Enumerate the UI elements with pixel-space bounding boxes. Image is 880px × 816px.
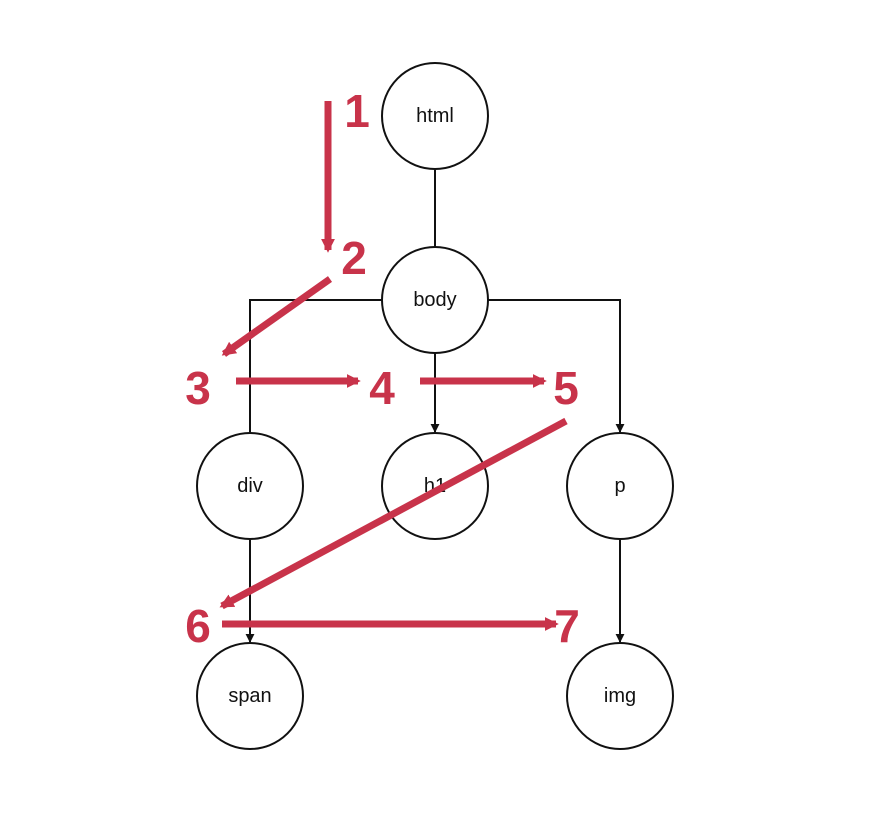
tree-nodes: html body div h1 p span img bbox=[196, 62, 674, 750]
node-body-label: body bbox=[413, 289, 456, 311]
traversal-arrow-2-3 bbox=[221, 276, 333, 357]
node-body: body bbox=[381, 246, 489, 354]
traversal-arrows bbox=[219, 101, 568, 631]
traversal-step-labels: 1 2 3 4 5 6 7 bbox=[185, 85, 580, 652]
node-div: div bbox=[196, 432, 304, 540]
node-span: span bbox=[196, 642, 304, 750]
step-label-7: 7 bbox=[554, 600, 580, 652]
step-label-1: 1 bbox=[344, 85, 370, 137]
node-p: p bbox=[566, 432, 674, 540]
node-h1: h1 bbox=[381, 432, 489, 540]
traversal-arrow-5-6 bbox=[219, 417, 568, 610]
step-label-4: 4 bbox=[369, 362, 395, 414]
node-html: html bbox=[381, 62, 489, 170]
step-label-2: 2 bbox=[341, 232, 367, 284]
node-img: img bbox=[566, 642, 674, 750]
edge-body-div bbox=[249, 299, 382, 432]
node-div-label: div bbox=[237, 475, 263, 497]
step-label-6: 6 bbox=[185, 600, 211, 652]
edge-body-p bbox=[488, 299, 625, 433]
node-img-label: img bbox=[604, 685, 636, 707]
node-span-label: span bbox=[228, 685, 271, 707]
node-html-label: html bbox=[416, 105, 454, 127]
step-label-3: 3 bbox=[185, 362, 211, 414]
node-p-label: p bbox=[614, 475, 625, 497]
step-label-5: 5 bbox=[553, 362, 579, 414]
